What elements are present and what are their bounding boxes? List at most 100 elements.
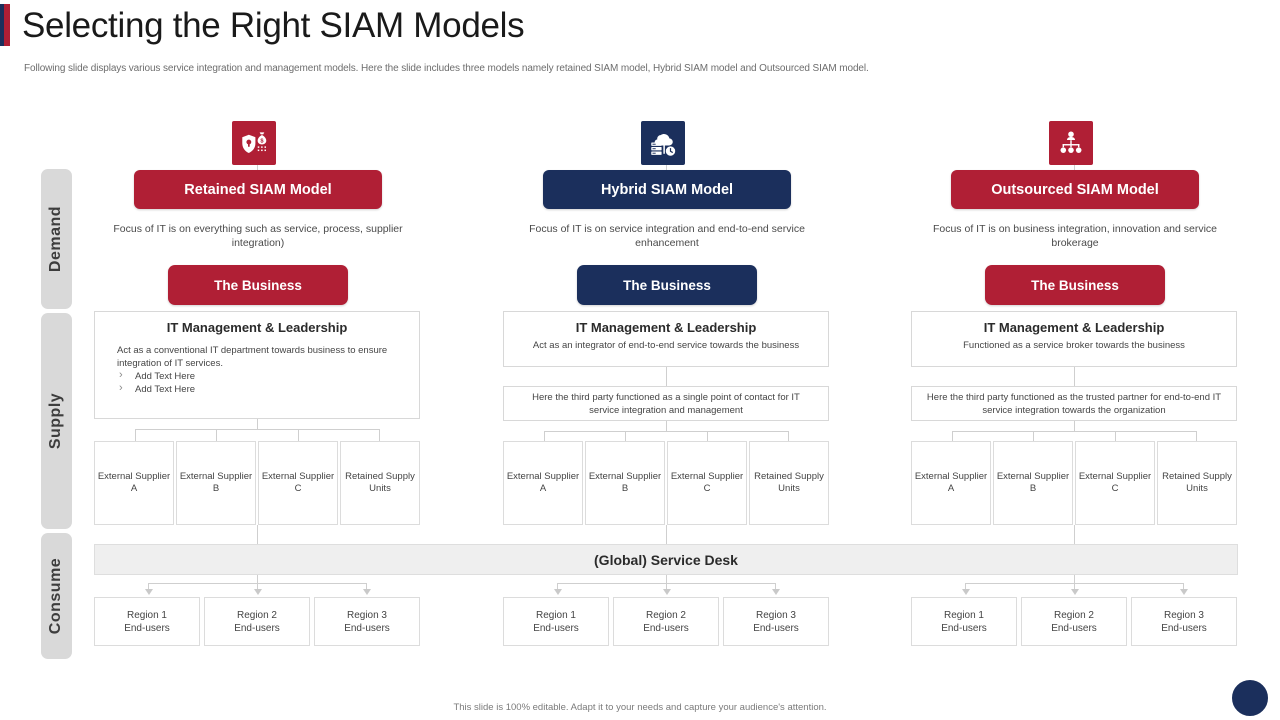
arrow-region-0: [144, 589, 153, 595]
supplier-label: External Supplier B: [996, 470, 1070, 495]
it-management-bullet-1: Add Text Here: [117, 382, 405, 396]
supplier-box-3: Retained Supply Units: [749, 441, 829, 525]
arrow-region-2: [1179, 589, 1188, 595]
svg-text:$: $: [260, 138, 264, 144]
connector-drop-supplier-1: [625, 431, 626, 441]
model-focus-text-0: Focus of IT is on everything such as ser…: [113, 223, 403, 249]
it-management-title-1: IT Management & Leadership: [575, 320, 757, 335]
connector-itm-to-thirdparty: [1074, 367, 1075, 386]
connector-drop-region-0: [148, 583, 149, 589]
connector-drop-supplier-1: [216, 429, 217, 441]
region-sub: End-users: [1051, 622, 1097, 634]
it-management-bullet-0: Add Text Here: [117, 369, 405, 383]
it-management-body-text: Act as a conventional IT department towa…: [117, 345, 388, 369]
page-subtitle: Following slide displays various service…: [24, 63, 869, 74]
supplier-box-2: External Supplier C: [258, 441, 338, 525]
region-sub: End-users: [941, 622, 987, 634]
region-name: Region 1: [126, 609, 167, 621]
supplier-label: External Supplier B: [588, 470, 662, 495]
connector-suppliers-to-servicedesk: [666, 525, 667, 544]
the-business-text: The Business: [623, 277, 711, 293]
arrow-region-0: [553, 589, 562, 595]
connector-servicedesk-trunk: [257, 575, 258, 583]
model-title-pill-0: Retained SIAM Model: [134, 170, 382, 209]
connector-drop-region-1: [257, 583, 258, 589]
supplier-box-1: External Supplier B: [176, 441, 256, 525]
connector-bus-suppliers: [135, 429, 379, 430]
model-title-text: Retained SIAM Model: [184, 181, 332, 198]
supplier-label: External Supplier B: [179, 470, 253, 495]
connector-suppliers-to-servicedesk: [257, 525, 258, 544]
it-management-title-2: IT Management & Leadership: [983, 320, 1165, 335]
org-hierarchy-icon: [1049, 121, 1093, 165]
rail-supply-text: Supply: [47, 392, 65, 450]
rail-demand-text: Demand: [47, 205, 65, 273]
connector-bus-suppliers: [952, 431, 1196, 432]
region-sub: End-users: [533, 622, 579, 634]
the-business-pill-1: The Business: [577, 265, 757, 305]
rail-label-consume: Consume: [41, 533, 72, 659]
region-sub: End-users: [234, 622, 280, 634]
cloud-server-icon: [641, 121, 685, 165]
model-title-text: Outsourced SIAM Model: [991, 181, 1159, 198]
connector-drop-region-1: [1074, 583, 1075, 589]
third-party-box-2: Here the third party functioned as the t…: [911, 386, 1237, 421]
rail-label-supply: Supply: [41, 313, 72, 529]
third-party-text-1: Here the third party functioned as a sin…: [532, 391, 800, 416]
connector-drop-supplier-0: [544, 431, 545, 441]
supplier-label: External Supplier A: [506, 470, 580, 495]
region-sub: End-users: [643, 622, 689, 634]
region-name: Region 1: [535, 609, 576, 621]
arrow-region-1: [1070, 589, 1079, 595]
supplier-label: External Supplier A: [97, 470, 171, 495]
connector-trunk-suppliers: [257, 419, 258, 429]
connector-icon-to-model: [1074, 165, 1075, 171]
supplier-label: Retained Supply Units: [1162, 470, 1232, 495]
arrow-region-1: [253, 589, 262, 595]
region-name: Region 3: [1163, 609, 1204, 621]
model-focus-text-2: Focus of IT is on business integration, …: [932, 223, 1218, 249]
connector-drop-supplier-2: [298, 429, 299, 441]
it-management-body-text: Act as an integrator of end-to-end servi…: [532, 340, 800, 351]
rail-consume-text: Consume: [47, 557, 65, 635]
the-business-pill-0: The Business: [168, 265, 348, 305]
connector-drop-supplier-3: [379, 429, 380, 441]
the-business-text: The Business: [214, 277, 302, 293]
region-sub: End-users: [1161, 622, 1207, 634]
supplier-label: External Supplier A: [914, 470, 988, 495]
connector-icon-to-model: [666, 165, 667, 171]
region-name: Region 2: [645, 609, 686, 621]
supplier-label: Retained Supply Units: [754, 470, 824, 495]
connector-drop-region-2: [1183, 583, 1184, 589]
region-name: Region 2: [1053, 609, 1094, 621]
supplier-box-0: External Supplier A: [911, 441, 991, 525]
arrow-region-2: [362, 589, 371, 595]
supplier-box-3: Retained Supply Units: [1157, 441, 1237, 525]
connector-icon-to-model: [257, 165, 258, 171]
connector-drop-region-1: [666, 583, 667, 589]
region-name: Region 1: [943, 609, 984, 621]
connector-trunk-suppliers: [666, 421, 667, 431]
connector-drop-region-0: [965, 583, 966, 589]
connector-drop-supplier-3: [1196, 431, 1197, 441]
region-sub: End-users: [344, 622, 390, 634]
connector-servicedesk-trunk: [1074, 575, 1075, 583]
the-business-pill-2: The Business: [985, 265, 1165, 305]
arrow-region-0: [961, 589, 970, 595]
region-sub: End-users: [753, 622, 799, 634]
